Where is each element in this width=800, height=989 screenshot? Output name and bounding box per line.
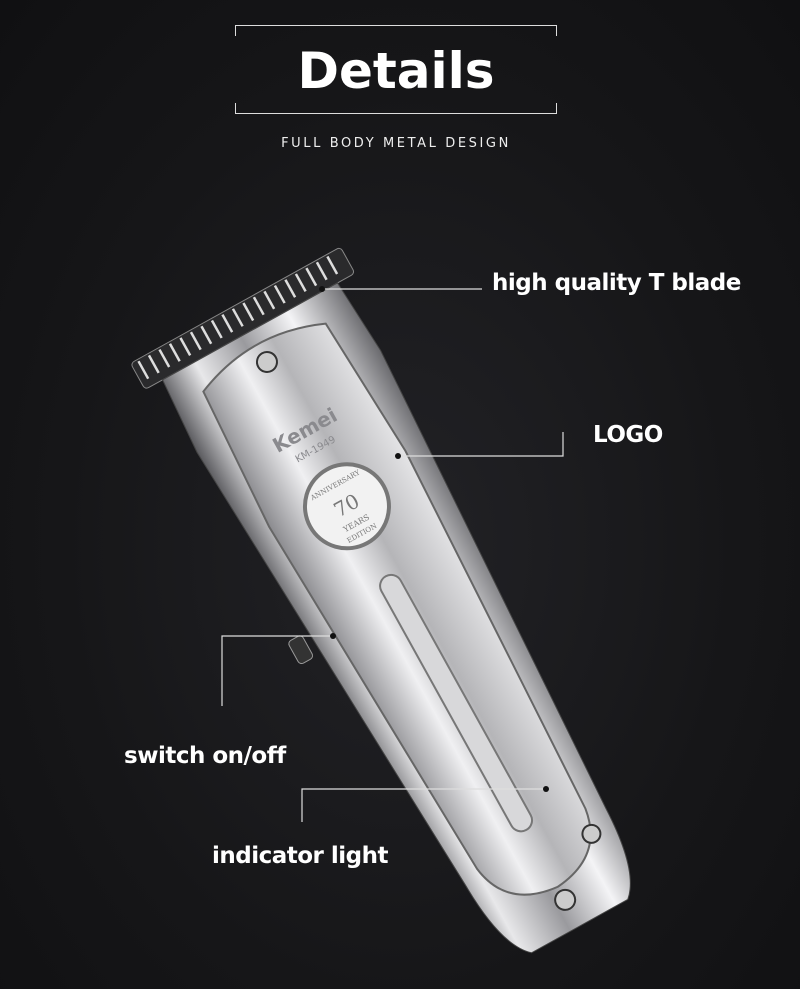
title-frame-top	[235, 25, 557, 36]
callout-lines	[221, 288, 564, 822]
callout-switch: switch on/off	[124, 743, 286, 769]
page-subtitle: FULL BODY METAL DESIGN	[281, 136, 511, 151]
logo-badge	[302, 462, 391, 551]
callout-logo: LOGO	[593, 422, 663, 448]
title-frame-bottom	[235, 103, 557, 114]
t-blade	[131, 247, 355, 389]
page-title: Details	[297, 42, 495, 100]
callout-dots	[319, 286, 549, 792]
callout-indicator: indicator light	[212, 843, 389, 869]
callout-blade: high quality T blade	[492, 270, 741, 296]
panel-slot	[379, 573, 534, 833]
power-switch	[288, 635, 314, 665]
screw-icon	[255, 350, 602, 911]
